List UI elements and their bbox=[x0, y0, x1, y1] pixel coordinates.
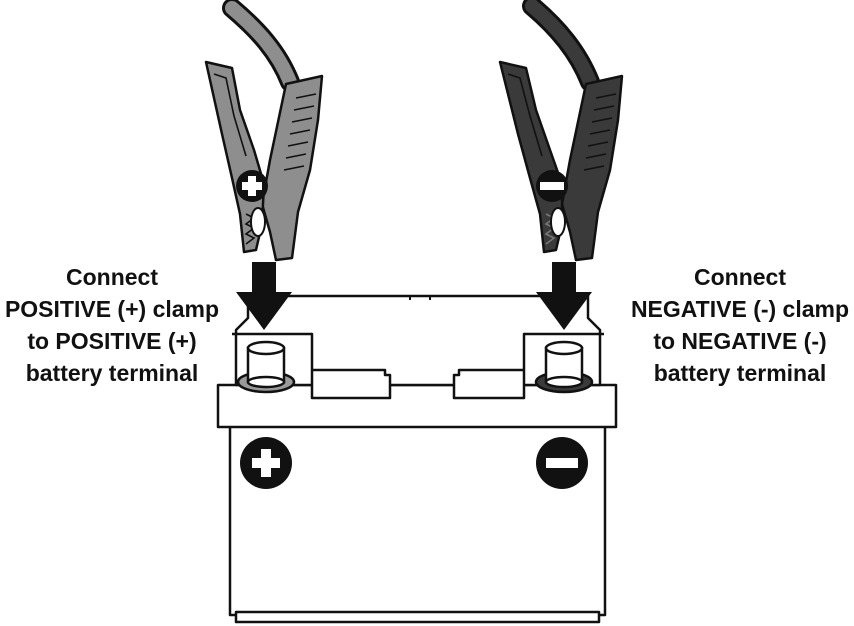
positive-clamp-icon bbox=[204, 0, 324, 262]
negative-instruction: Connect NEGATIVE (-) clamp to NEGATIVE (… bbox=[626, 261, 854, 389]
left-recess bbox=[310, 332, 392, 400]
positive-instruction-line-1: Connect bbox=[66, 264, 158, 290]
negative-instruction-line-1: Connect bbox=[694, 264, 786, 290]
positive-terminal bbox=[236, 340, 296, 394]
battery-base bbox=[234, 610, 601, 624]
negative-instruction-line-2: NEGATIVE (-) clamp bbox=[630, 296, 850, 322]
down-arrow-icon bbox=[536, 262, 592, 330]
negative-clamp-left-jaw bbox=[498, 60, 564, 254]
positive-instruction-line-2: POSITIVE (+) clamp bbox=[4, 296, 220, 322]
plus-icon bbox=[240, 437, 292, 489]
right-recess bbox=[452, 332, 526, 400]
negative-instruction-line-4: battery terminal bbox=[653, 360, 827, 386]
positive-instruction-line-3: to POSITIVE (+) bbox=[27, 328, 197, 354]
positive-arrow bbox=[236, 262, 292, 330]
negative-arrow bbox=[536, 262, 592, 330]
down-arrow-icon bbox=[236, 262, 292, 330]
positive-instruction-line-4: battery terminal bbox=[25, 360, 199, 386]
negative-clamp-icon bbox=[498, 0, 624, 262]
minus-icon bbox=[536, 437, 588, 489]
positive-clamp-left-jaw bbox=[204, 60, 266, 254]
positive-instruction: Connect POSITIVE (+) clamp to POSITIVE (… bbox=[0, 261, 224, 389]
negative-instruction-line-3: to NEGATIVE (-) bbox=[653, 328, 827, 354]
negative-terminal bbox=[534, 340, 594, 394]
